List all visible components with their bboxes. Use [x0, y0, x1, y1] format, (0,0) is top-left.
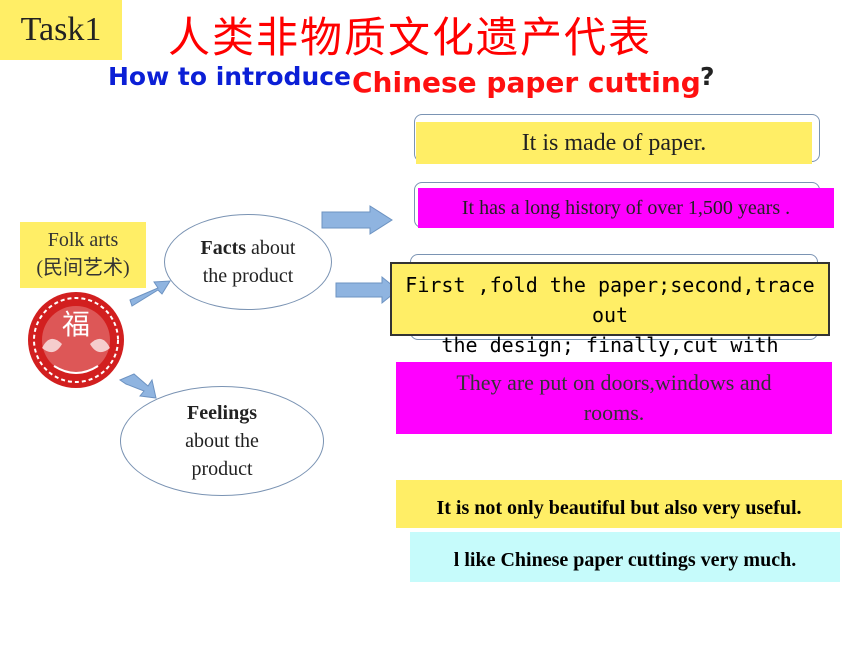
paper-cutting-image: 福 [28, 292, 124, 388]
folk-arts-label: Folk arts [47, 229, 119, 251]
feelings-node-line3: product [191, 458, 253, 480]
feelings-node: Feelings about the product [120, 386, 324, 496]
feeling-like-very-much: l like Chinese paper cuttings very much. [410, 532, 840, 582]
facts-node: Facts about the product [164, 214, 332, 310]
arrow-to-feelings [118, 373, 157, 399]
main-title: 人类非物质文化遗产代表 [168, 13, 653, 62]
fact-how-to-make: First ,fold the paper;second,trace out t… [390, 262, 830, 387]
fact-how-to-make-line1: First ,fold the paper;second,trace out [405, 273, 815, 327]
feelings-node-bold: Feelings [187, 402, 257, 424]
arrow-facts-middle [335, 275, 399, 305]
fu-character: 福 [62, 308, 90, 341]
facts-node-about: about [246, 237, 296, 259]
subtitle-question-mark: ? [700, 62, 715, 91]
feelings-node-line2: about the [185, 430, 259, 452]
subtitle-topic: Chinese paper cutting [352, 66, 701, 99]
fact-usage: They are put on doors,windows and rooms. [396, 362, 832, 434]
fact-made-of-paper: It is made of paper. [416, 122, 812, 164]
fact-long-history: It has a long history of over 1,500 year… [418, 188, 834, 228]
arrow-to-facts [129, 280, 171, 307]
folk-arts-chinese: (民间艺术) [36, 257, 130, 279]
fact-usage-line1: They are put on doors,windows and [456, 370, 772, 395]
arrow-facts-upper [321, 205, 393, 235]
facts-node-line2: the product [202, 265, 294, 287]
fact-usage-line2: rooms. [583, 400, 645, 425]
feeling-beautiful-useful: It is not only beautiful but also very u… [396, 480, 842, 528]
folk-arts-box: Folk arts (民间艺术) [20, 222, 146, 288]
subtitle-question: How to introduce [108, 62, 352, 91]
task-label: Task1 [0, 0, 122, 60]
facts-node-bold: Facts [200, 237, 247, 259]
